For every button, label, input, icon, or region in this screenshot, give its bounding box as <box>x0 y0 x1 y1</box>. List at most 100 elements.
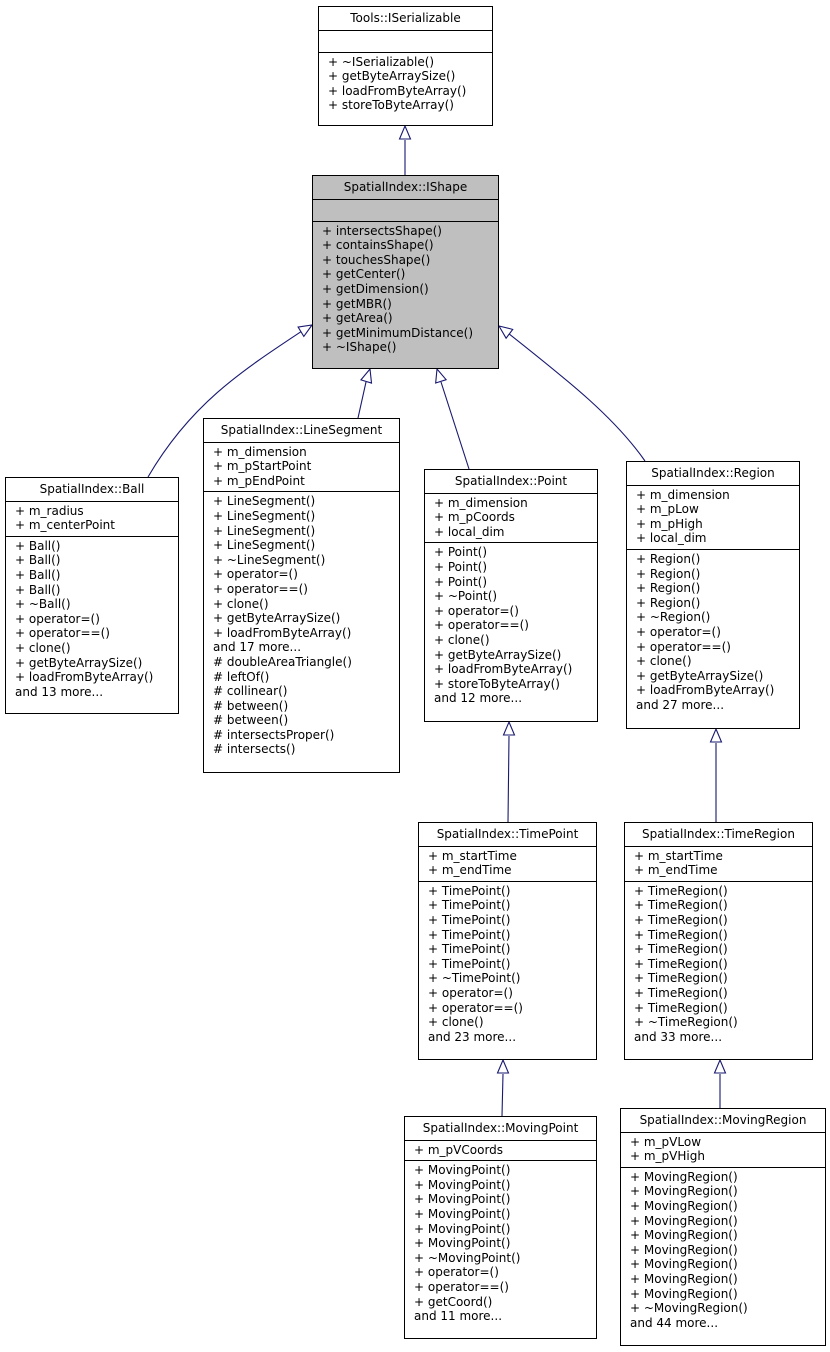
method-member[interactable]: + operator=() <box>636 624 721 639</box>
method-member[interactable]: + ~Point() <box>434 589 498 604</box>
method-member[interactable]: + LineSegment() <box>213 494 316 509</box>
method-member[interactable]: + touchesShape() <box>322 252 431 267</box>
method-member[interactable]: + operator==() <box>636 639 731 654</box>
class-box-timeregion[interactable]: SpatialIndex::TimeRegion+ m_startTime+ m… <box>624 822 813 1060</box>
class-box-timepoint[interactable]: SpatialIndex::TimePoint+ m_startTime+ m_… <box>418 822 597 1060</box>
attribute-member[interactable]: + m_pVLow <box>630 1134 702 1149</box>
attribute-member[interactable]: + m_pLow <box>636 502 699 517</box>
method-member[interactable]: and 23 more... <box>428 1029 517 1044</box>
method-member[interactable]: + TimeRegion() <box>634 956 728 971</box>
attribute-member[interactable]: + m_dimension <box>636 487 730 502</box>
method-member[interactable]: + intersectsShape() <box>322 223 442 238</box>
method-member[interactable]: + clone() <box>636 654 692 669</box>
method-member[interactable]: + MovingRegion() <box>630 1198 738 1213</box>
method-member[interactable]: + Region() <box>636 566 701 581</box>
method-member[interactable]: + clone() <box>434 632 490 647</box>
class-title[interactable]: SpatialIndex::Point <box>454 474 568 488</box>
method-member[interactable]: + getMBR() <box>322 296 392 311</box>
method-member[interactable]: # intersects() <box>213 742 296 757</box>
method-member[interactable]: + TimeRegion() <box>634 883 728 898</box>
class-title[interactable]: SpatialIndex::MovingRegion <box>639 1113 807 1127</box>
method-member[interactable]: + TimeRegion() <box>634 898 728 913</box>
attribute-member[interactable]: + m_dimension <box>434 495 528 510</box>
method-member[interactable]: + MovingRegion() <box>630 1271 738 1286</box>
method-member[interactable]: + getArea() <box>322 311 393 326</box>
attribute-member[interactable]: + local_dim <box>434 524 505 539</box>
method-member[interactable]: + TimeRegion() <box>634 942 728 957</box>
method-member[interactable]: + TimePoint() <box>428 956 511 971</box>
method-member[interactable]: + Ball() <box>15 553 61 568</box>
attribute-member[interactable]: + m_pEndPoint <box>213 473 305 488</box>
method-member[interactable]: and 44 more... <box>630 1315 719 1330</box>
method-member[interactable]: + Point() <box>434 545 488 560</box>
method-member[interactable]: + ~TimeRegion() <box>634 1015 738 1030</box>
method-member[interactable]: + clone() <box>213 596 269 611</box>
attribute-member[interactable]: + m_pVCoords <box>414 1142 504 1157</box>
method-member[interactable]: + operator=() <box>15 611 100 626</box>
method-member[interactable]: + TimeRegion() <box>634 971 728 986</box>
method-member[interactable]: + operator==() <box>213 581 308 596</box>
method-member[interactable]: + getByteArraySize() <box>213 611 341 626</box>
method-member[interactable]: and 33 more... <box>634 1029 723 1044</box>
method-member[interactable]: + TimePoint() <box>428 927 511 942</box>
method-member[interactable]: + getCenter() <box>322 267 406 282</box>
method-member[interactable]: + operator==() <box>414 1279 509 1294</box>
method-member[interactable]: + MovingPoint() <box>414 1221 511 1236</box>
method-member[interactable]: and 27 more... <box>636 697 725 712</box>
method-member[interactable]: + operator=() <box>434 603 519 618</box>
method-member[interactable]: + LineSegment() <box>213 523 316 538</box>
class-box-ball[interactable]: SpatialIndex::Ball+ m_radius+ m_centerPo… <box>5 477 179 714</box>
method-member[interactable]: + getMinimumDistance() <box>322 325 474 340</box>
method-member[interactable]: + ~TimePoint() <box>428 971 521 986</box>
method-member[interactable]: + MovingPoint() <box>414 1206 511 1221</box>
method-member[interactable]: + MovingPoint() <box>414 1192 511 1207</box>
class-title[interactable]: SpatialIndex::Region <box>651 466 775 480</box>
method-member[interactable]: + ~Ball() <box>15 597 71 612</box>
class-box-linesegment[interactable]: SpatialIndex::LineSegment+ m_dimension+ … <box>203 418 400 773</box>
class-title[interactable]: SpatialIndex::MovingPoint <box>422 1121 579 1135</box>
method-member[interactable]: + loadFromByteArray() <box>213 625 352 640</box>
method-member[interactable]: # doubleAreaTriangle() <box>213 654 352 669</box>
method-member[interactable]: + MovingRegion() <box>630 1286 738 1301</box>
method-member[interactable]: + operator=() <box>428 985 513 1000</box>
method-member[interactable]: + TimeRegion() <box>634 927 728 942</box>
class-title[interactable]: Tools::ISerializable <box>350 11 461 25</box>
attribute-member[interactable]: + m_pCoords <box>434 510 515 525</box>
method-member[interactable]: + ~MovingPoint() <box>414 1250 521 1265</box>
class-title[interactable]: SpatialIndex::LineSegment <box>220 423 383 437</box>
method-member[interactable]: + getByteArraySize() <box>636 668 764 683</box>
method-member[interactable]: and 11 more... <box>414 1309 503 1324</box>
class-box-iserializable[interactable]: Tools::ISerializable+ ~ISerializable()+ … <box>318 6 493 126</box>
attribute-member[interactable]: + local_dim <box>636 531 707 546</box>
method-member[interactable]: + Point() <box>434 574 488 589</box>
method-member[interactable]: + storeToByteArray() <box>328 98 454 113</box>
method-member[interactable]: + Ball() <box>15 567 61 582</box>
method-member[interactable]: + MovingRegion() <box>630 1169 738 1184</box>
method-member[interactable]: + Ball() <box>15 538 61 553</box>
method-member[interactable]: + ~ISerializable() <box>328 54 435 69</box>
method-member[interactable]: + getByteArraySize() <box>328 69 456 84</box>
class-title[interactable]: SpatialIndex::Ball <box>39 482 145 496</box>
attribute-member[interactable]: + m_startTime <box>428 848 517 863</box>
method-member[interactable]: + MovingRegion() <box>630 1242 738 1257</box>
method-member[interactable]: + containsShape() <box>322 238 434 253</box>
method-member[interactable]: + getCoord() <box>414 1294 493 1309</box>
method-member[interactable]: + Region() <box>636 551 701 566</box>
method-member[interactable]: + getByteArraySize() <box>434 647 562 662</box>
method-member[interactable]: + LineSegment() <box>213 538 316 553</box>
method-member[interactable]: + Region() <box>636 595 701 610</box>
method-member[interactable]: # leftOf() <box>213 669 270 684</box>
method-member[interactable]: + TimePoint() <box>428 898 511 913</box>
method-member[interactable]: and 12 more... <box>434 691 523 706</box>
method-member[interactable]: + TimePoint() <box>428 912 511 927</box>
method-member[interactable]: + Ball() <box>15 582 61 597</box>
attribute-member[interactable]: + m_pHigh <box>636 516 703 531</box>
method-member[interactable]: + TimeRegion() <box>634 985 728 1000</box>
class-title[interactable]: SpatialIndex::TimePoint <box>436 827 579 841</box>
class-box-movingregion[interactable]: SpatialIndex::MovingRegion+ m_pVLow+ m_p… <box>620 1108 826 1346</box>
method-member[interactable]: + loadFromByteArray() <box>636 683 775 698</box>
method-member[interactable]: + operator==() <box>434 618 529 633</box>
method-member[interactable]: + operator==() <box>15 626 110 641</box>
method-member[interactable]: # collinear() <box>213 684 288 699</box>
method-member[interactable]: + ~MovingRegion() <box>630 1301 748 1316</box>
